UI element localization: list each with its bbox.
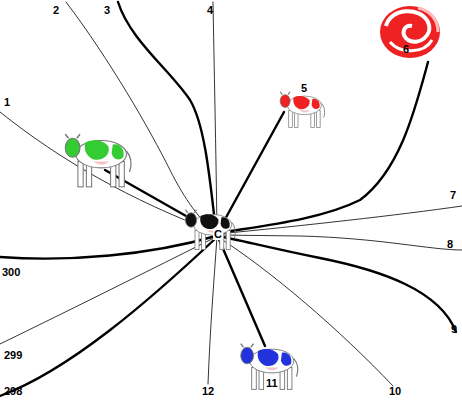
- callout-number: 299: [4, 350, 22, 361]
- callout-number: 12: [202, 386, 214, 397]
- callout-number: 298: [4, 386, 22, 397]
- callout-number: 2: [53, 5, 59, 16]
- callout-number: 6: [403, 44, 409, 55]
- callout-number: 1: [4, 97, 10, 108]
- callout-number: 9: [451, 324, 457, 335]
- callout-number: 4: [207, 5, 213, 16]
- center-label: C: [213, 229, 223, 240]
- callout-number: 8: [447, 239, 453, 250]
- callout-number: 10: [389, 386, 401, 397]
- callout-number: 5: [301, 83, 307, 94]
- callout-number: 3: [104, 5, 110, 16]
- callout-number: 300: [2, 267, 20, 278]
- callout-number: 7: [450, 190, 456, 201]
- callout-number: 11: [266, 378, 278, 389]
